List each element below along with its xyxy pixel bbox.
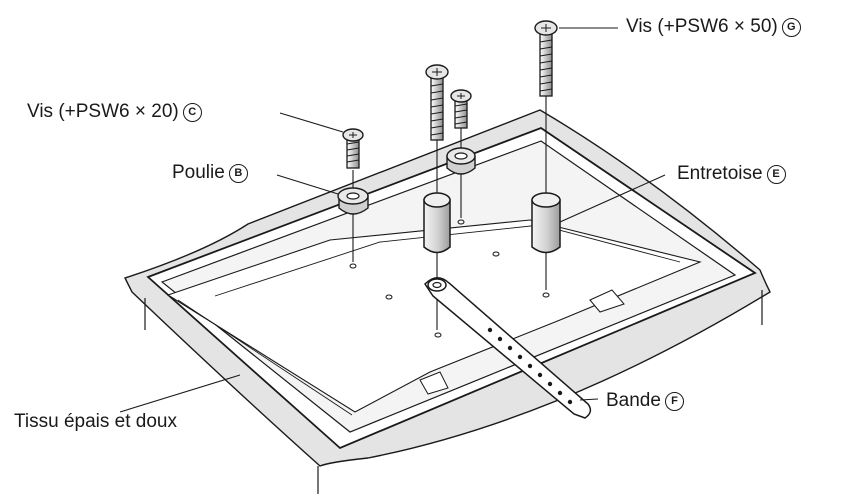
label-screw-short: Vis (+PSW6 × 20)C: [27, 102, 202, 122]
screw-short-right: [450, 89, 472, 129]
part-letter-badge: E: [766, 165, 786, 184]
spacer-right: [531, 192, 561, 254]
part-letter-badge: C: [182, 103, 202, 122]
strap: [424, 277, 592, 419]
screw-long-middle: [425, 64, 449, 141]
part-letter-badge: G: [781, 18, 801, 37]
label-text: Tissu épais et doux: [14, 411, 177, 432]
label-text: Vis (+PSW6 × 50): [626, 16, 778, 37]
part-letter-badge: F: [664, 392, 684, 411]
label-text: Entretoise: [677, 163, 763, 184]
screw-long-right: [534, 20, 558, 97]
label-text: Poulie: [172, 162, 225, 183]
label-cloth: Tissu épais et doux: [14, 412, 177, 431]
screw-short-left: [342, 128, 364, 169]
pulley-left: [337, 187, 369, 215]
spacer-left: [423, 192, 451, 254]
leader-lines: [119, 27, 666, 413]
label-screw-long: Vis (+PSW6 × 50)G: [626, 17, 801, 37]
label-text: Bande: [606, 390, 661, 411]
pulley-right: [446, 147, 476, 175]
part-letter-badge: B: [228, 164, 248, 183]
label-text: Vis (+PSW6 × 20): [27, 101, 179, 122]
